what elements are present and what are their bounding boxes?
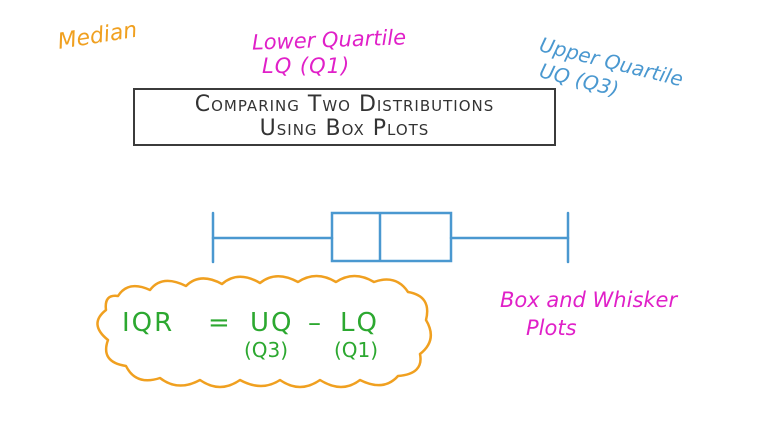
equals-sign: = bbox=[208, 308, 232, 338]
uq-term: UQ bbox=[250, 308, 294, 338]
title-line-1: Comparing Two Distributions bbox=[194, 92, 495, 117]
iqr-term: IQR bbox=[122, 308, 175, 338]
minus-sign: – bbox=[308, 308, 323, 338]
q3-term: (Q3) bbox=[244, 338, 289, 362]
title-line-2: Using Box Plots bbox=[259, 116, 430, 141]
cloud-outline bbox=[96, 274, 433, 389]
title-box: Comparing Two Distributions Using Box Pl… bbox=[133, 88, 556, 146]
lq-q1-label: LQ (Q1) bbox=[262, 54, 351, 78]
q1-term: (Q1) bbox=[334, 338, 379, 362]
box-and-whisker-label: Box and Whisker bbox=[500, 288, 678, 312]
lq-term: LQ bbox=[340, 308, 379, 338]
plots-label: Plots bbox=[526, 316, 577, 340]
